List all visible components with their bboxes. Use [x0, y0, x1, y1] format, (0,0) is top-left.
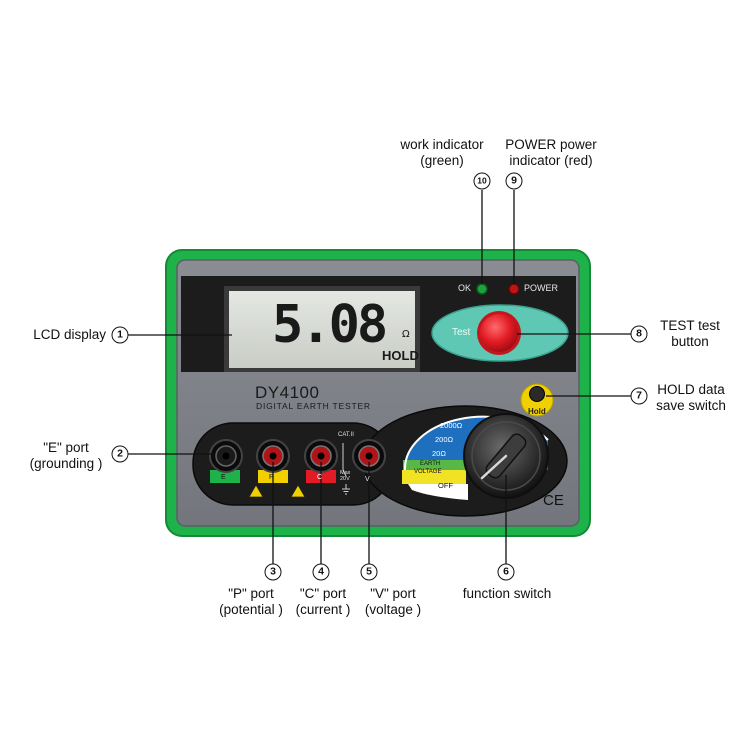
callout-label-line: "C" port	[299, 586, 347, 601]
callout-label-line: (voltage )	[364, 602, 422, 617]
switch-pos-20: 20Ω	[432, 449, 446, 458]
callout-number-8: 8	[630, 325, 648, 343]
port-letter-v: V	[365, 476, 370, 483]
callout-label-line: TEST test	[660, 318, 720, 333]
callout-label-line: (potential )	[219, 602, 283, 617]
port-letter-e: E	[221, 474, 226, 481]
callout-label-5: "V" port (voltage )	[365, 586, 421, 618]
hold-button-label: Hold	[528, 407, 546, 416]
lcd-hold-indicator: HOLD	[382, 348, 419, 363]
callout-label-line: indicator (red)	[509, 153, 593, 168]
lcd-screen	[229, 291, 415, 368]
port-p	[256, 439, 290, 483]
callout-label-line: POWER power	[505, 137, 597, 152]
ground-icon	[342, 484, 350, 495]
callout-label-1: LCD display	[33, 327, 106, 343]
model-subtitle: DIGITAL EARTH TESTER	[256, 401, 371, 411]
lcd-unit: Ω	[402, 329, 410, 340]
port-e	[209, 439, 243, 483]
ok-led	[476, 283, 488, 295]
callout-label-line: function switch	[462, 586, 552, 601]
callout-label-3: "P" port (potential )	[219, 586, 283, 618]
lcd-display: 5.08 Ω HOLD	[232, 293, 419, 365]
callout-number-6: 6	[497, 563, 515, 581]
callout-label-line: (green)	[420, 153, 464, 168]
callout-label-9: POWER power indicator (red)	[505, 137, 597, 169]
callout-label-8: TEST test button	[660, 318, 720, 350]
warning-icon	[290, 484, 306, 498]
callout-label-line: (grounding )	[29, 456, 103, 471]
callout-label-line: LCD display	[33, 327, 106, 342]
ce-mark: CE	[543, 492, 564, 509]
callout-label-2: "E" port (grounding )	[30, 440, 103, 472]
test-button	[480, 314, 518, 352]
callout-number-9: 9	[505, 172, 523, 190]
callout-label-line: "E" port	[43, 440, 89, 455]
callout-label-line: button	[671, 334, 709, 349]
function-knob-pointer	[480, 454, 508, 480]
callout-number-4: 4	[312, 563, 330, 581]
power-label: POWER	[524, 283, 559, 293]
callout-label-10: work indicator (green)	[400, 137, 483, 169]
callout-number-2: 2	[111, 445, 129, 463]
callout-number-5: 5	[360, 563, 378, 581]
switch-pos-200: 200Ω	[435, 435, 454, 444]
callout-label-line: "V" port	[370, 586, 416, 601]
callout-number-7: 7	[630, 387, 648, 405]
warning-icon	[248, 484, 264, 498]
callout-number-10: 10	[473, 172, 491, 190]
lcd-reading: 5.08	[272, 295, 388, 355]
ok-label: OK	[458, 283, 472, 293]
switch-pos-earth: EARTH	[420, 461, 441, 467]
callout-label-4: "C" port (current )	[296, 586, 351, 618]
callout-label-6: function switch	[463, 586, 552, 602]
callout-label-line: work indicator	[400, 137, 484, 152]
cat-label: CAT.II	[338, 432, 354, 438]
hold-button-cap	[529, 386, 545, 402]
port-letter-p: P	[269, 474, 274, 481]
leader-lines	[128, 190, 631, 564]
switch-pos-2000: 2000Ω	[440, 421, 463, 430]
callout-label-line: save switch	[656, 398, 726, 413]
max-voltage-label: Max 20V	[340, 470, 351, 482]
callout-number-3: 3	[264, 563, 282, 581]
switch-band-green	[403, 460, 470, 472]
callout-label-line: HOLD data	[657, 382, 725, 397]
switch-band-yellow	[402, 470, 466, 484]
port-divider	[342, 443, 347, 477]
switch-band-white	[408, 484, 468, 500]
callout-label-line: "P" port	[228, 586, 274, 601]
callout-label-7: HOLD data save switch	[656, 382, 726, 414]
callout-number-1: 1	[111, 326, 129, 344]
model-name: DY4100	[255, 383, 320, 402]
callout-label-line: (current )	[295, 602, 351, 617]
switch-pos-voltage: VOLTAGE	[414, 469, 442, 475]
port-letter-c: C	[317, 474, 323, 481]
test-label: Test	[452, 327, 471, 338]
port-v	[352, 439, 386, 473]
switch-pos-off: OFF	[438, 481, 453, 490]
power-led	[508, 283, 520, 295]
